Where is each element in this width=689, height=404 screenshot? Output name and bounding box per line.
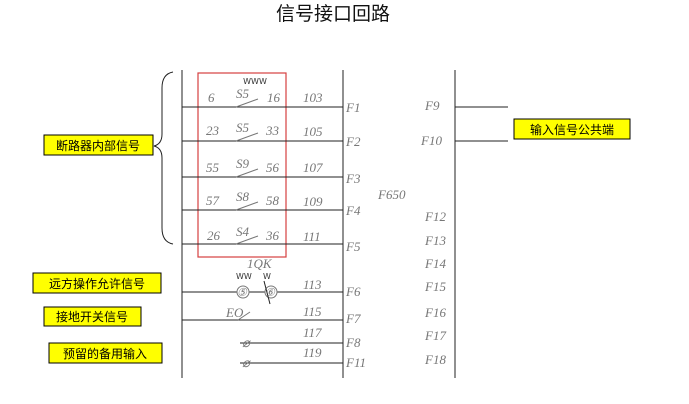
svg-text:F2: F2: [345, 134, 361, 149]
svg-text:S9: S9: [236, 156, 250, 171]
device-label: F650: [377, 187, 406, 202]
svg-text:W: W: [263, 272, 271, 281]
svg-text:WW: WW: [236, 272, 252, 281]
svg-text:113: 113: [303, 277, 322, 292]
label-grounding-switch: 接地开关信号: [43, 306, 142, 327]
label-input-common: 输入信号公共端: [513, 118, 631, 140]
input-f16: F16: [424, 305, 446, 320]
input-f12: F12: [424, 209, 446, 224]
svg-text:S5: S5: [236, 120, 250, 135]
svg-text:16: 16: [267, 90, 281, 105]
input-f18: F18: [424, 352, 446, 367]
svg-text:S8: S8: [236, 189, 250, 204]
svg-text:F6: F6: [345, 284, 361, 299]
remote-permit-row: 1QK WW W ⑤ ⑥ 113 F6: [182, 256, 361, 305]
breaker-row: 26 S4 36 111 F5: [182, 224, 361, 254]
svg-text:S4: S4: [236, 224, 250, 239]
svg-text:109: 109: [303, 194, 323, 209]
remote-contact: ⑥: [265, 287, 276, 299]
svg-text:58: 58: [266, 193, 280, 208]
label-breaker-internal: 断路器内部信号: [43, 134, 154, 156]
svg-text:33: 33: [265, 123, 280, 138]
svg-text:6: 6: [208, 90, 215, 105]
svg-text:F4: F4: [345, 203, 361, 218]
breaker-row: 23 S5 33 105 F2: [182, 120, 361, 149]
svg-text:S5: S5: [236, 86, 250, 101]
svg-text:远方操作允许信号: 远方操作允许信号: [49, 276, 145, 291]
remote-contact: ⑤: [237, 287, 248, 299]
svg-text:115: 115: [303, 304, 322, 319]
svg-text:57: 57: [206, 193, 220, 208]
breaker-row: 57 S8 58 109 F4: [182, 189, 361, 218]
svg-text:23: 23: [206, 123, 220, 138]
input-f15: F15: [424, 279, 446, 294]
page-title: 信号接口回路: [276, 3, 390, 25]
input-f13: F13: [424, 233, 446, 248]
svg-text:F8: F8: [345, 335, 361, 350]
svg-text:F3: F3: [345, 171, 361, 186]
svg-text:56: 56: [266, 160, 280, 175]
breaker-block-header: WWW: [243, 77, 267, 86]
svg-text:接地开关信号: 接地开关信号: [56, 309, 128, 324]
ground-switch-label: EO: [225, 305, 244, 320]
breaker-row: 6 S5 16 103 F1: [182, 86, 360, 115]
remote-switch-label: 1QK: [247, 256, 273, 271]
svg-text:119: 119: [303, 345, 322, 360]
input-f9: F9: [424, 98, 440, 113]
breaker-row: 55 S9 56 107 F3: [182, 156, 361, 186]
svg-text:55: 55: [206, 160, 220, 175]
svg-text:输入信号公共端: 输入信号公共端: [530, 122, 614, 137]
svg-text:36: 36: [265, 228, 280, 243]
svg-text:F7: F7: [345, 311, 361, 326]
label-remote-permit: 远方操作允许信号: [32, 272, 162, 294]
input-f14: F14: [424, 256, 446, 271]
input-f17: F17: [424, 328, 446, 343]
reserved-row: ⌀ 119 F11: [240, 345, 366, 370]
svg-text:F11: F11: [345, 355, 366, 370]
breaker-group-brace: [153, 71, 174, 245]
svg-text:断路器内部信号: 断路器内部信号: [56, 138, 140, 153]
svg-text:111: 111: [303, 229, 321, 244]
reserved-row: ⌀ 117 F8: [240, 325, 361, 350]
open-contact: ⌀: [242, 355, 251, 370]
svg-text:26: 26: [207, 228, 221, 243]
svg-text:103: 103: [303, 90, 323, 105]
svg-text:107: 107: [303, 160, 323, 175]
svg-text:预留的备用输入: 预留的备用输入: [63, 346, 147, 361]
label-reserved-input: 预留的备用输入: [48, 342, 163, 364]
svg-text:F1: F1: [345, 100, 360, 115]
svg-text:105: 105: [303, 124, 323, 139]
open-contact: ⌀: [242, 335, 251, 350]
input-f10: F10: [420, 133, 442, 148]
svg-text:117: 117: [303, 325, 322, 340]
grounding-row: EO 115 F7: [182, 304, 361, 326]
svg-text:F5: F5: [345, 239, 361, 254]
breaker-internal-block: [197, 72, 287, 258]
